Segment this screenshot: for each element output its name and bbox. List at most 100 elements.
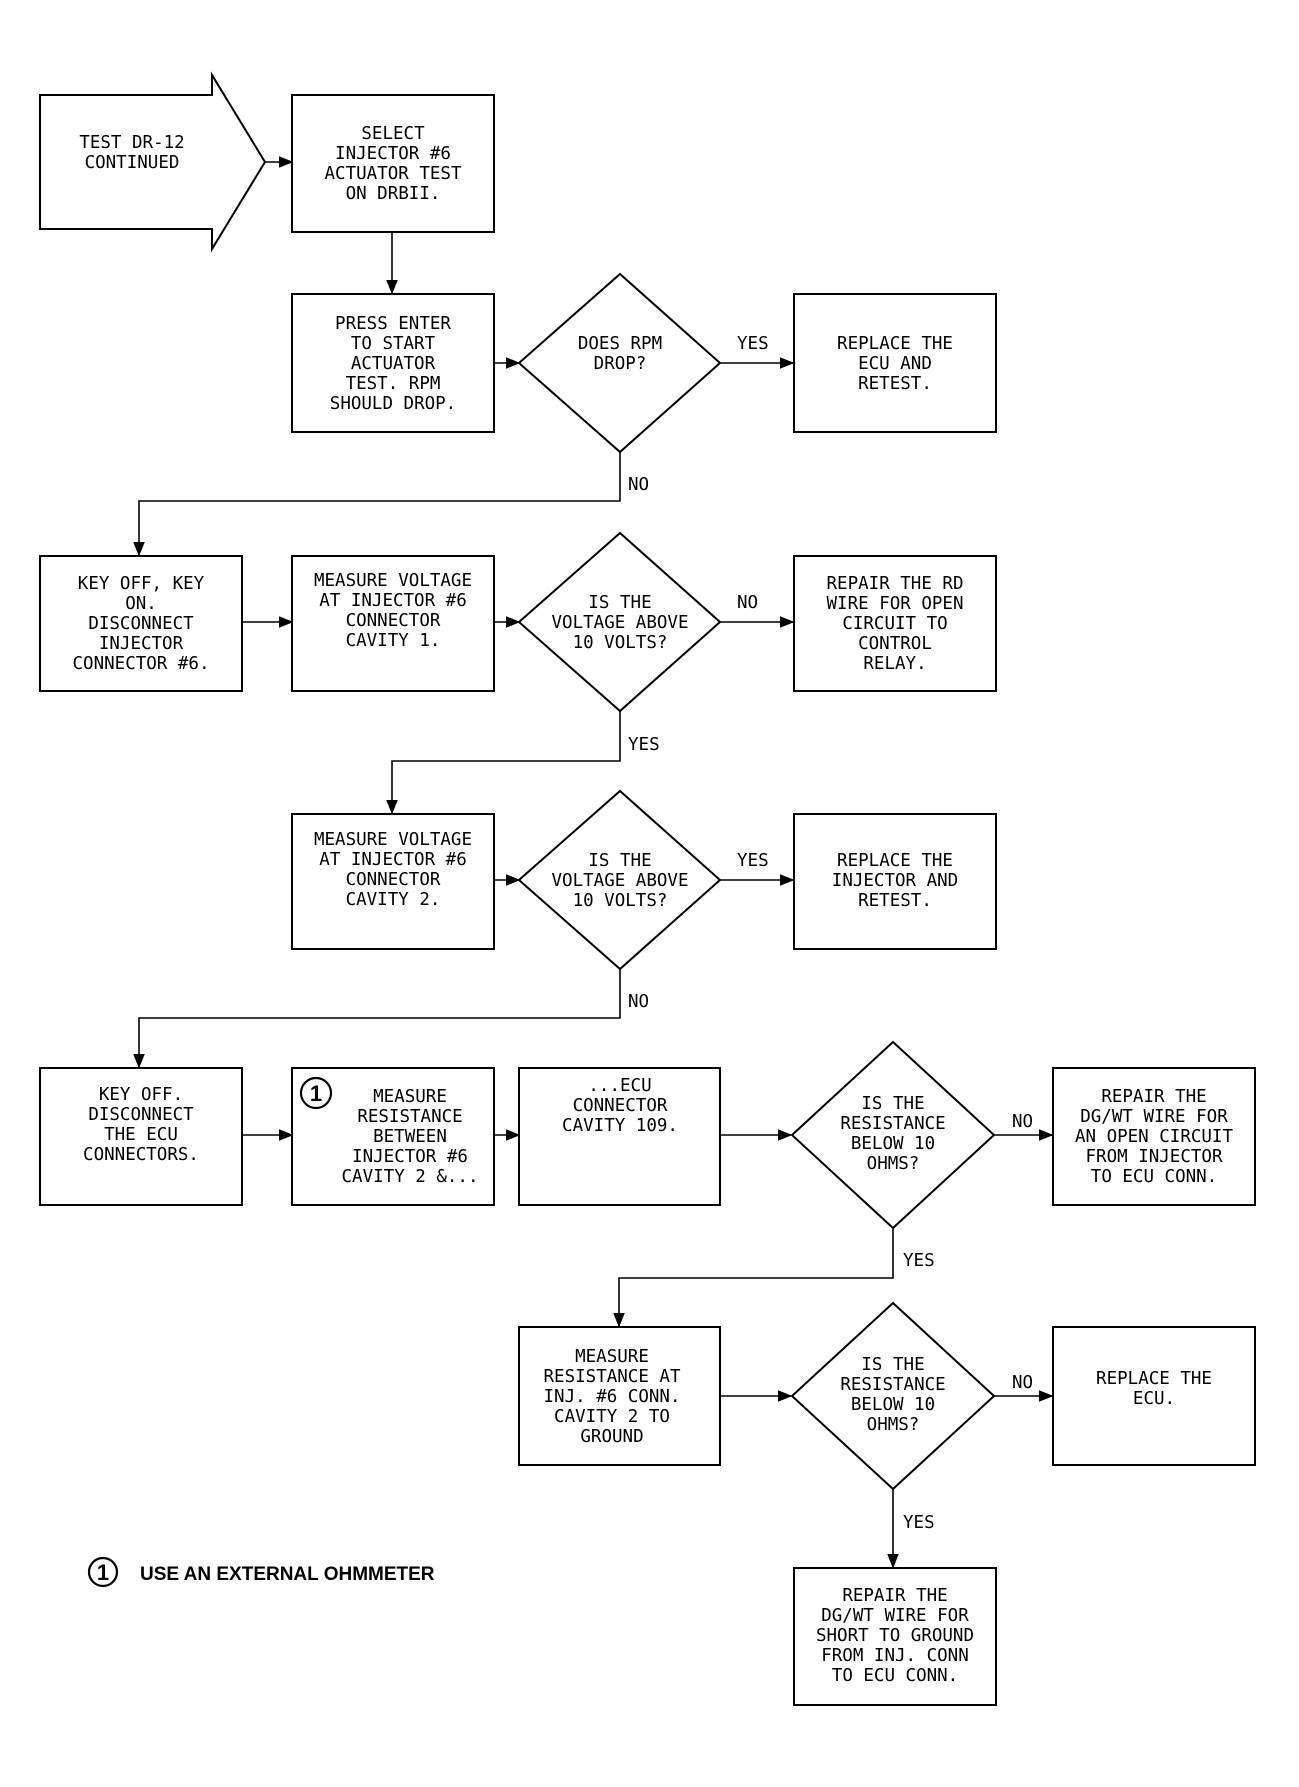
repair-short-line: DG/WT WIRE FOR xyxy=(821,1606,969,1626)
label-r1-yes: YES xyxy=(903,1251,935,1271)
repair-open-box xyxy=(1052,1067,1256,1206)
repair-open-line: REPAIR THE xyxy=(1101,1087,1206,1107)
label-v1-yes: YES xyxy=(628,735,660,755)
label-rpm-yes: YES xyxy=(737,334,769,354)
repair-short-box xyxy=(793,1567,997,1706)
keyoff1-line: KEY OFF, KEY xyxy=(78,574,205,594)
connectors xyxy=(133,156,1054,1569)
measure-r1-line: RESISTANCE xyxy=(357,1107,462,1127)
measure-v1-box xyxy=(291,555,495,692)
repair-open-line: AN OPEN CIRCUIT xyxy=(1075,1127,1234,1147)
measure-r1-line: CAVITY 2 &... xyxy=(342,1167,479,1187)
replace-ecu-box xyxy=(1052,1326,1256,1466)
repair-rd-line: RELAY. xyxy=(863,654,926,674)
q-r2-diamond xyxy=(790,1301,996,1491)
repair-rd-box xyxy=(793,555,997,692)
ecu-cavity-line: CONNECTOR xyxy=(573,1096,668,1116)
q-v1-line: VOLTAGE ABOVE xyxy=(552,613,689,633)
q-rpm-diamond xyxy=(517,272,722,454)
footnote-number: 1 xyxy=(97,1560,109,1585)
footnote-marker-number: 1 xyxy=(310,1081,322,1106)
q-v2-line: 10 VOLTS? xyxy=(573,891,668,911)
repair-open-line: DG/WT WIRE FOR xyxy=(1080,1107,1228,1127)
footnote: 1 USE AN EXTERNAL OHMMETER xyxy=(87,1556,435,1588)
replace-inj-box xyxy=(793,813,997,950)
press-box xyxy=(291,293,495,433)
q-r2-line: BELOW 10 xyxy=(851,1395,935,1415)
keyoff2-line: KEY OFF. xyxy=(99,1085,183,1105)
q-r1-line: IS THE xyxy=(861,1094,924,1114)
q-r1-diamond xyxy=(790,1040,996,1230)
measure-v1-line: MEASURE VOLTAGE xyxy=(314,571,472,591)
measure-r2-line: GROUND xyxy=(580,1427,643,1447)
measure-r2-line: MEASURE xyxy=(575,1347,649,1367)
replace-ecu-retest-box xyxy=(793,293,997,433)
select-line: ON DRBII. xyxy=(346,184,441,204)
q-rpm-line: DOES RPM xyxy=(578,334,662,354)
q-r2-line: OHMS? xyxy=(867,1415,920,1435)
shapes xyxy=(39,71,1256,1706)
edge-qv1-yes xyxy=(386,711,621,815)
press-line: SHOULD DROP. xyxy=(330,394,456,414)
keyoff1-line: DISCONNECT xyxy=(88,614,194,634)
repair-short-line: SHORT TO GROUND xyxy=(816,1626,974,1646)
replace-ecu-retest-line: RETEST. xyxy=(858,374,932,394)
label-rpm-no: NO xyxy=(628,475,649,495)
repair-short-line: FROM INJ. CONN xyxy=(821,1646,969,1666)
measure-v2-line: AT INJECTOR #6 xyxy=(319,850,467,870)
label-v2-no: NO xyxy=(628,992,649,1012)
footnote-text: USE AN EXTERNAL OHMMETER xyxy=(140,1564,435,1585)
q-v2-line: IS THE xyxy=(588,851,651,871)
measure-v2-box xyxy=(291,813,495,950)
keyoff2-line: THE ECU xyxy=(104,1125,178,1145)
repair-short-line: TO ECU CONN. xyxy=(832,1666,958,1686)
keyoff2-line: DISCONNECT xyxy=(88,1105,194,1125)
edge-qr1-yes xyxy=(613,1228,894,1328)
edge-qrpm-no xyxy=(133,452,621,557)
measure-r2-line: CAVITY 2 TO xyxy=(554,1407,670,1427)
q-v2-diamond xyxy=(517,789,722,971)
repair-rd-line: CONTROL xyxy=(858,634,932,654)
label-v1-no: NO xyxy=(737,593,758,613)
q-r1-line: BELOW 10 xyxy=(851,1134,935,1154)
select-box xyxy=(291,94,495,233)
q-v1-diamond xyxy=(517,531,722,713)
measure-v2-line: CAVITY 2. xyxy=(346,890,441,910)
q-r2-line: RESISTANCE xyxy=(840,1375,945,1395)
measure-r1-line: INJECTOR #6 xyxy=(352,1147,468,1167)
edge-qv2-no xyxy=(133,969,621,1069)
q-v1-line: 10 VOLTS? xyxy=(573,633,668,653)
measure-v1-line: CONNECTOR xyxy=(346,611,441,631)
repair-short-line: REPAIR THE xyxy=(842,1586,947,1606)
measure-r2-box xyxy=(518,1326,721,1466)
replace-ecu-retest-line: ECU AND xyxy=(858,354,932,374)
keyoff1-line: CONNECTOR #6. xyxy=(73,654,210,674)
q-rpm-line: DROP? xyxy=(594,354,647,374)
repair-rd-line: REPAIR THE RD xyxy=(827,574,964,594)
ecu-cavity-box xyxy=(518,1067,721,1206)
replace-inj-line: INJECTOR AND xyxy=(832,871,958,891)
press-line: ACTUATOR xyxy=(351,354,436,374)
measure-v1-line: CAVITY 1. xyxy=(346,631,441,651)
q-r1-line: OHMS? xyxy=(867,1154,920,1174)
measure-v2-line: MEASURE VOLTAGE xyxy=(314,830,472,850)
select-line: INJECTOR #6 xyxy=(335,144,451,164)
start-arrow-shape xyxy=(39,71,267,253)
